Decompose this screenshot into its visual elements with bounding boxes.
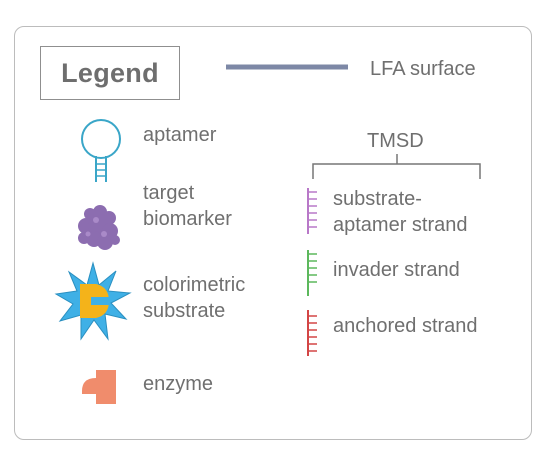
substrate-aptamer-strand-label-line2: aptamer strand (333, 214, 468, 236)
anchored-strand-label: anchored strand (333, 315, 478, 337)
enzyme-label: enzyme (143, 373, 214, 395)
substrate-aptamer-strand-label-line1: substrate- (333, 188, 422, 210)
target-biomarker-label-line2: biomarker (143, 208, 232, 230)
legend-frame (14, 26, 532, 440)
aptamer-icon (81, 119, 121, 182)
lfa-surface-label: LFA surface (370, 58, 476, 80)
enzyme-icon (82, 370, 116, 404)
invader-strand-label: invader strand (333, 259, 460, 281)
aptamer-label: aptamer (143, 124, 217, 146)
substrate-aptamer-strand-icon (307, 188, 317, 234)
tmsd-bracket (312, 154, 481, 179)
colorimetric-substrate-label-line1: colorimetric (143, 274, 246, 296)
lfa-surface-line-icon (226, 64, 348, 70)
legend-header-box: Legend (40, 46, 180, 100)
anchored-strand-icon (307, 310, 317, 356)
tmsd-title: TMSD (367, 130, 424, 152)
invader-strand-icon (307, 250, 317, 296)
colorimetric-substrate-label-line2: substrate (143, 300, 226, 322)
target-biomarker-icon (78, 205, 120, 250)
legend-title: Legend (61, 57, 159, 88)
colorimetric-substrate-icon (54, 261, 132, 341)
target-biomarker-label-line1: target (143, 182, 195, 204)
